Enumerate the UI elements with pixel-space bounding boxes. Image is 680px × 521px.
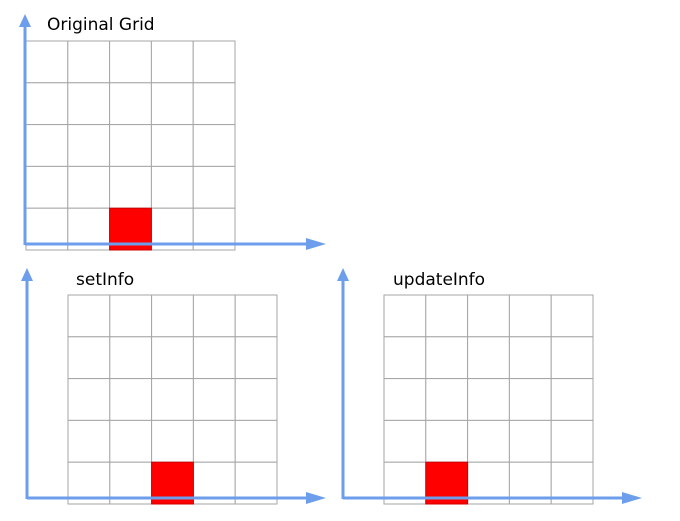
grid-cell — [109, 40, 152, 84]
x-axis-arrow-updateinfo — [622, 492, 642, 504]
grid-cell — [67, 40, 111, 84]
axes-original — [19, 14, 326, 250]
grid-cell — [67, 419, 111, 463]
panel-setinfo: setInfo — [21, 268, 326, 505]
grid-cell — [425, 294, 469, 338]
grid-cell — [234, 294, 278, 338]
grid-setinfo — [67, 294, 278, 505]
grid-cell — [109, 294, 153, 338]
grid-cell — [192, 124, 236, 167]
grid-cell — [467, 336, 510, 380]
grid-cell — [109, 82, 152, 126]
grid-cell — [25, 40, 69, 84]
grid-cell — [67, 124, 111, 167]
grid-cell — [192, 294, 236, 338]
x-axis-arrow-setinfo — [306, 492, 326, 504]
grid-cell — [151, 294, 194, 338]
y-axis-arrow-updateinfo — [337, 268, 349, 281]
grid-cell — [67, 82, 111, 126]
panel-title-setinfo: setInfo — [76, 270, 134, 290]
grid-cell — [67, 378, 111, 421]
grid-updateinfo — [383, 294, 594, 505]
grid-cell — [508, 378, 552, 421]
grid-cell — [383, 336, 427, 380]
grid-cell — [151, 419, 194, 463]
grid-cell — [508, 294, 552, 338]
grid-cell — [383, 294, 427, 338]
grid-cell — [234, 378, 278, 421]
grid-cell — [508, 419, 552, 463]
panel-updateinfo: updateInfo — [337, 268, 642, 505]
y-axis-arrow-setinfo — [21, 268, 33, 281]
grid-cell — [150, 40, 194, 84]
grid-cell — [25, 165, 69, 209]
grid-cell — [150, 124, 194, 167]
grid-cell — [467, 294, 510, 338]
grid-cell — [192, 336, 236, 380]
grid-cell — [550, 294, 594, 338]
panel-title-updateinfo: updateInfo — [393, 270, 485, 290]
grid-cell — [383, 378, 427, 421]
grid-cell — [234, 419, 278, 463]
grid-cell — [192, 82, 236, 126]
grid-cell — [25, 124, 69, 167]
grid-cell — [550, 419, 594, 463]
grid-cell — [150, 165, 194, 209]
grid-cell — [425, 336, 469, 380]
grid-cell — [425, 419, 469, 463]
grid-cell — [109, 124, 152, 167]
y-axis-arrow-original — [19, 14, 31, 27]
grid-cell — [508, 336, 552, 380]
grid-cell — [192, 165, 236, 209]
grid-cell — [109, 165, 152, 209]
grid-cell — [150, 82, 194, 126]
grid-cell — [109, 419, 153, 463]
grid-cell — [425, 378, 469, 421]
grid-cell — [109, 336, 153, 380]
grid-cell — [67, 294, 111, 338]
axes-updateinfo — [337, 268, 642, 504]
panel-original-grid: Original Grid — [19, 14, 326, 251]
grid-cell — [25, 82, 69, 126]
grid-cell — [67, 336, 111, 380]
grid-cell — [67, 165, 111, 209]
axes-setinfo — [21, 268, 326, 504]
grid-original — [25, 40, 236, 251]
grid-cell — [192, 419, 236, 463]
grid-cell — [383, 419, 427, 463]
grid-cell — [109, 378, 153, 421]
grid-cell — [192, 378, 236, 421]
grid-cell — [467, 419, 510, 463]
panel-title-original: Original Grid — [47, 15, 155, 35]
grid-cell — [151, 336, 194, 380]
grid-cell — [151, 378, 194, 421]
grid-cell — [467, 378, 510, 421]
grid-cell — [192, 40, 236, 84]
grid-cell — [550, 378, 594, 421]
grid-cell — [234, 336, 278, 380]
grid-cell — [550, 336, 594, 380]
x-axis-arrow-original — [306, 238, 326, 250]
